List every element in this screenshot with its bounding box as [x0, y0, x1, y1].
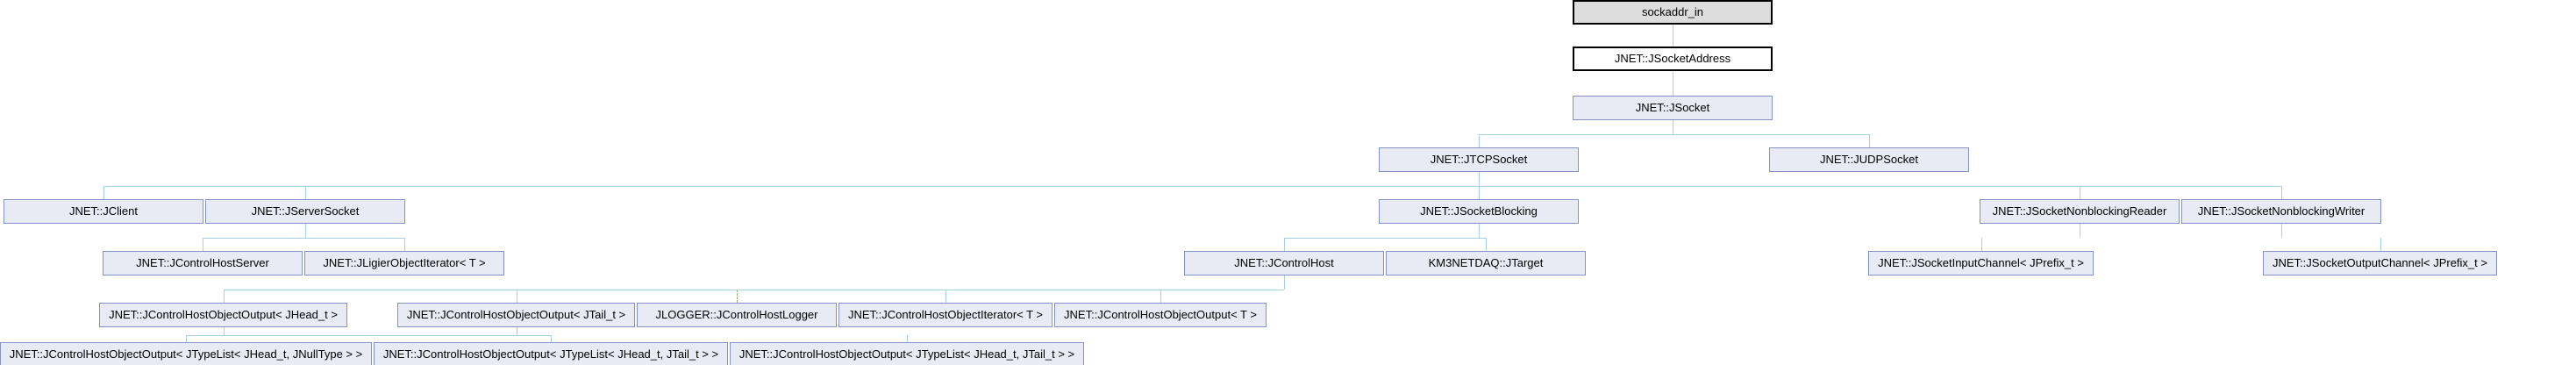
class-node-jcontrolhostlogger[interactable]: JLOGGER::JControlHostLogger	[637, 303, 837, 327]
inheritance-edge	[103, 186, 104, 199]
class-node-label: JNET::JControlHostObjectOutput< JTail_t …	[406, 308, 626, 321]
class-node-choo_tl_head_tail_a[interactable]: JNET::JControlHostObjectOutput< JTypeLis…	[374, 342, 728, 365]
class-node-label: JNET::JControlHostObjectOutput< JTypeLis…	[739, 347, 1075, 361]
inheritance-edge	[224, 327, 225, 335]
inheritance-edge	[224, 290, 225, 303]
inheritance-edge	[551, 335, 552, 342]
inheritance-edge	[2281, 186, 2282, 199]
inheritance-edge	[1284, 238, 1285, 251]
inheritance-edge	[305, 186, 306, 199]
class-node-judpsocket[interactable]: JNET::JUDPSocket	[1769, 147, 1969, 172]
class-node-label: JNET::JControlHostObjectIterator< T >	[847, 308, 1044, 321]
inheritance-edge	[404, 238, 405, 251]
class-node-label: JNET::JSocketInputChannel< JPrefix_t >	[1878, 256, 2084, 269]
inheritance-edge	[1869, 134, 1870, 147]
class-node-choo_jtail[interactable]: JNET::JControlHostObjectOutput< JTail_t …	[397, 303, 635, 327]
class-node-jtcpsocket[interactable]: JNET::JTCPSocket	[1379, 147, 1579, 172]
inheritance-edge	[1486, 238, 1487, 251]
class-node-jcontrolhostserver[interactable]: JNET::JControlHostServer	[103, 251, 303, 276]
class-node-choo_tl_head_tail_b[interactable]: JNET::JControlHostObjectOutput< JTypeLis…	[730, 342, 1084, 365]
class-node-label: JNET::JSocketNonblockingWriter	[2197, 204, 2365, 218]
inheritance-edge	[1479, 186, 1480, 199]
class-node-jsocketnonblockingwriter[interactable]: JNET::JSocketNonblockingWriter	[2181, 199, 2381, 224]
class-node-label: JNET::JControlHostObjectOutput< T >	[1064, 308, 1257, 321]
inheritance-edge	[1479, 224, 1480, 238]
class-node-label: JNET::JUDPSocket	[1820, 153, 1918, 166]
class-node-jsocketnonblockingreader[interactable]: JNET::JSocketNonblockingReader	[1980, 199, 2180, 224]
class-node-jsocketaddress[interactable]: JNET::JSocketAddress	[1573, 47, 1773, 71]
class-node-label: JNET::JControlHostObjectOutput< JTypeLis…	[382, 347, 719, 361]
inheritance-edge	[1284, 238, 1486, 239]
class-node-choo_t[interactable]: JNET::JControlHostObjectOutput< T >	[1054, 303, 1267, 327]
inheritance-edge	[945, 290, 946, 303]
class-node-label: JNET::JSocketNonblockingReader	[1992, 204, 2167, 218]
class-node-choo_tl_head_null[interactable]: JNET::JControlHostObjectOutput< JTypeLis…	[0, 342, 372, 365]
class-node-jtarget[interactable]: KM3NETDAQ::JTarget	[1386, 251, 1586, 276]
inheritance-edge	[186, 335, 551, 336]
class-node-label: JNET::JControlHostObjectOutput< JHead_t …	[109, 308, 338, 321]
class-node-jserversocket[interactable]: JNET::JServerSocket	[205, 199, 405, 224]
class-node-label: JLOGGER::JControlHostLogger	[655, 308, 818, 321]
class-node-label: JNET::JSocketAddress	[1614, 52, 1731, 65]
class-node-label: sockaddr_in	[1641, 5, 1704, 18]
class-node-label: JNET::JClient	[68, 204, 139, 218]
inheritance-edge	[203, 238, 404, 239]
class-node-label: JNET::JSocket	[1635, 101, 1710, 114]
class-node-jsocket[interactable]: JNET::JSocket	[1573, 96, 1773, 120]
class-node-jligierobjectiterator[interactable]: JNET::JLigierObjectIterator< T >	[304, 251, 504, 276]
class-node-label: JNET::JServerSocket	[251, 204, 360, 218]
inheritance-edge	[186, 335, 187, 342]
class-node-jclient[interactable]: JNET::JClient	[4, 199, 203, 224]
class-node-label: JNET::JControlHostObjectOutput< JTypeLis…	[9, 347, 363, 361]
inheritance-edge	[2281, 224, 2282, 238]
inheritance-edge	[907, 335, 908, 342]
inheritance-edge	[1981, 238, 1982, 251]
class-node-label: JNET::JLigierObjectIterator< T >	[323, 256, 486, 269]
class-node-label: JNET::JSocketOutputChannel< JPrefix_t >	[2273, 256, 2487, 269]
inheritance-edge	[305, 224, 306, 238]
inheritance-edge	[1479, 134, 1869, 135]
inheritance-edge	[737, 290, 738, 303]
class-node-label: KM3NETDAQ::JTarget	[1428, 256, 1544, 269]
class-node-label: JNET::JControlHostServer	[136, 256, 269, 269]
inheritance-edge	[1160, 290, 1161, 303]
class-node-jcontrolhost[interactable]: JNET::JControlHost	[1184, 251, 1384, 276]
class-node-label: JNET::JSocketBlocking	[1420, 204, 1538, 218]
class-node-sockaddr_in[interactable]: sockaddr_in	[1573, 0, 1773, 25]
inheritance-edge	[103, 186, 2281, 187]
class-node-label: JNET::JTCPSocket	[1430, 153, 1528, 166]
inheritance-edge	[1284, 276, 1285, 290]
class-node-jsocketinputchannel[interactable]: JNET::JSocketInputChannel< JPrefix_t >	[1868, 251, 2094, 276]
inheritance-edge	[1479, 134, 1480, 147]
inheritance-edge	[2380, 238, 2381, 251]
class-node-choi_t[interactable]: JNET::JControlHostObjectIterator< T >	[838, 303, 1053, 327]
class-node-label: JNET::JControlHost	[1234, 256, 1334, 269]
class-node-jsocketblocking[interactable]: JNET::JSocketBlocking	[1379, 199, 1579, 224]
inheritance-edge	[1479, 172, 1480, 186]
class-node-jsocketoutputchannel[interactable]: JNET::JSocketOutputChannel< JPrefix_t >	[2263, 251, 2497, 276]
class-node-choo_jhead[interactable]: JNET::JControlHostObjectOutput< JHead_t …	[99, 303, 347, 327]
